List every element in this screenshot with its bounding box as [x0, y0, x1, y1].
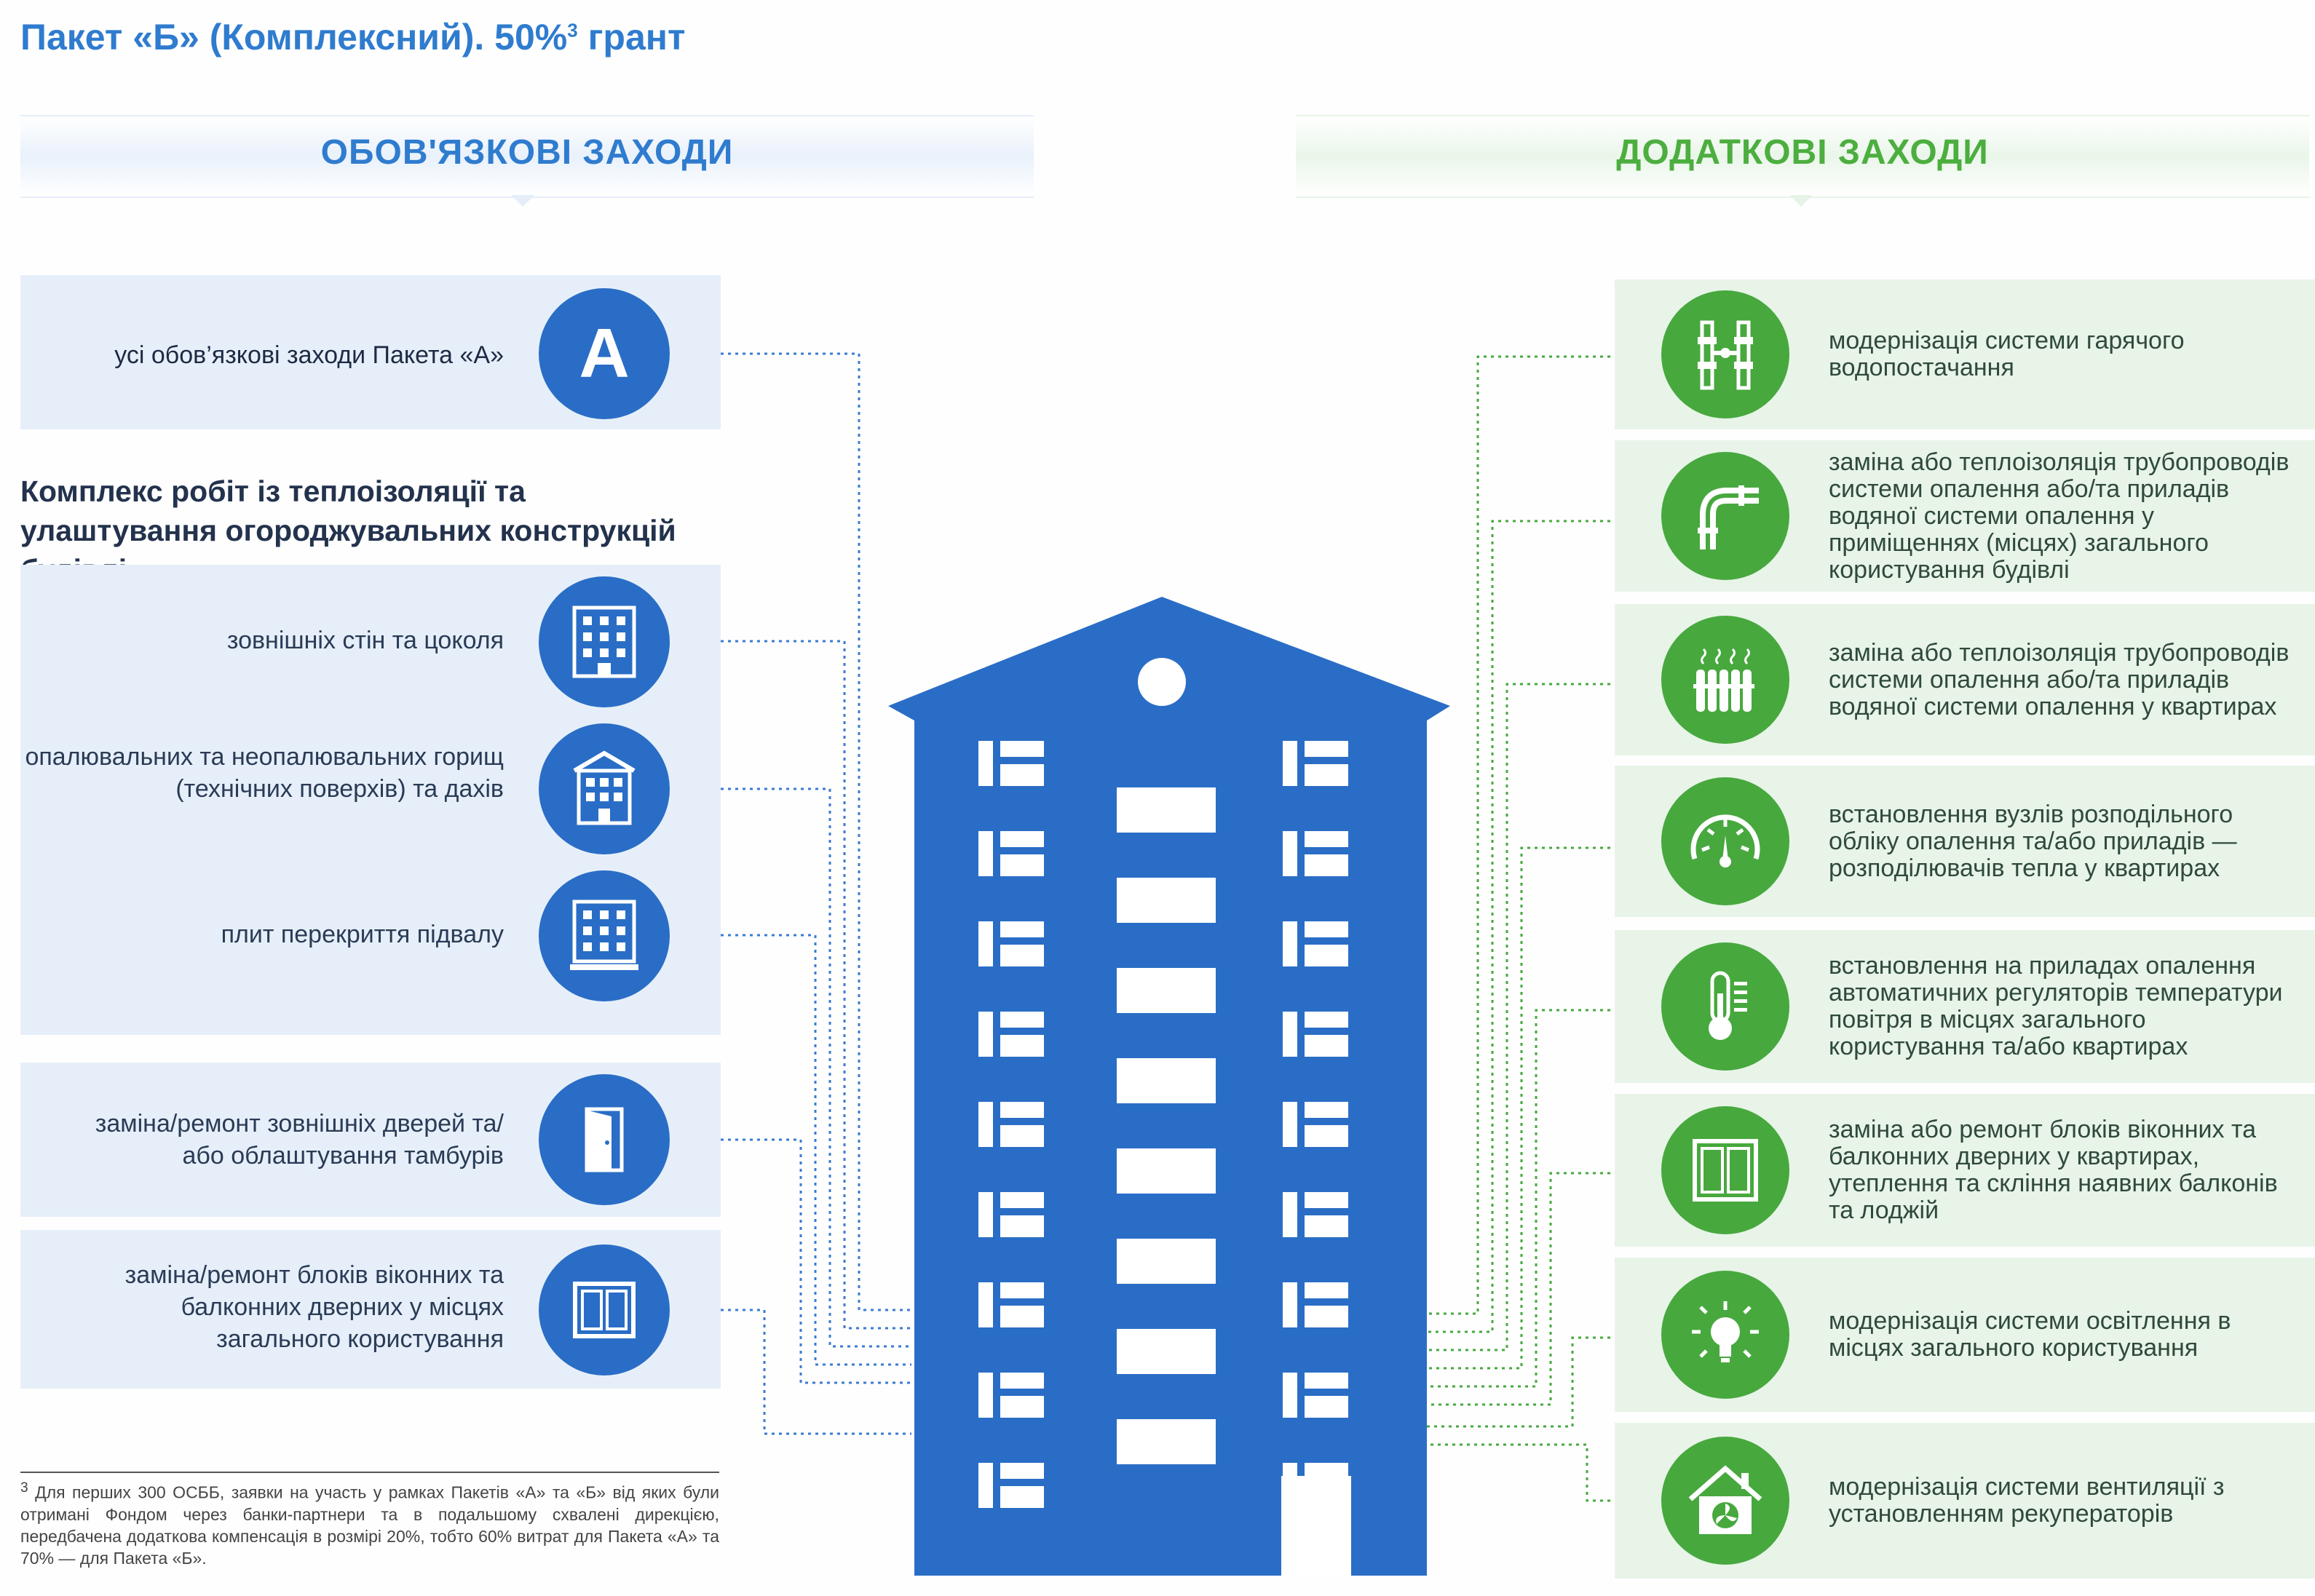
additional-item-icon-circle [1661, 1271, 1789, 1399]
building-window [1283, 1012, 1348, 1057]
entrance-door [1281, 1476, 1351, 1576]
package-a-label: усі обов’язкові заходи Пакета «А» [114, 341, 504, 369]
doors-label: заміна/ремонт зовнішніх дверей та/або об… [95, 1110, 504, 1170]
building-window [1283, 1102, 1348, 1147]
building-balcony [1117, 968, 1216, 1013]
building-window [978, 831, 1044, 876]
building-balcony [1117, 878, 1216, 923]
additional-item-icon-circle [1661, 1437, 1789, 1565]
insulation-attics-label: опалювальних та неопалювальних горищ (те… [25, 743, 504, 803]
window-icon [573, 1282, 636, 1338]
additional-item-icon-circle [1661, 777, 1789, 905]
additional-item-text: встановлення на приладах опалення автома… [1829, 952, 2283, 1060]
building-balcony [1117, 1329, 1216, 1374]
additional-item-icon-circle [1661, 290, 1789, 418]
additional-item-text: заміна або теплоізоляція трубопроводів с… [1829, 638, 2290, 720]
radiator-icon [1693, 648, 1754, 712]
building-balcony [1117, 1419, 1216, 1464]
additional-item-text: модернізація системи вентиляції з устано… [1829, 1473, 2225, 1528]
balcony-column [1117, 787, 1216, 1464]
connector-pipes-common [1423, 520, 1661, 1333]
window-icon [1693, 1139, 1758, 1202]
additional-item-label: встановлення на приладах опалення автома… [1829, 930, 2295, 1083]
building-roof-icon [573, 750, 636, 825]
connector-basement [670, 934, 911, 1366]
pipe-elbow-icon [1698, 485, 1759, 549]
left-window-column [978, 741, 1044, 1508]
building-window [978, 921, 1044, 966]
connector-windows [670, 1309, 911, 1435]
building-window [978, 1282, 1044, 1327]
building-window [1283, 1373, 1348, 1418]
gauge-icon [1690, 814, 1760, 868]
building-basement-icon [570, 900, 638, 970]
connector-apartment-windows [1423, 1172, 1661, 1406]
walls-building-circle [539, 576, 670, 707]
light-bulb-icon [1692, 1301, 1759, 1362]
page-title: Пакет «Б» (Комплексний). 50%3 грант [20, 17, 686, 57]
additional-item-icon-circle [1661, 452, 1789, 580]
package-a-letter: A [579, 314, 630, 392]
package-a-badge: A [539, 288, 670, 419]
apartment-building-illustration [888, 597, 1450, 1576]
additional-item-label: модернізація системи гарячого водопостач… [1829, 279, 2295, 429]
doors-circle [539, 1074, 670, 1205]
building-window [978, 1463, 1044, 1508]
additional-item-text: модернізація системи освітлення в місцях… [1829, 1307, 2231, 1362]
additional-item-label: заміна або теплоізоляція трубопроводів с… [1829, 604, 2295, 755]
additional-section-heading: ДОДАТКОВІ ЗАХОДИ [1616, 133, 1989, 172]
building-window [978, 1012, 1044, 1057]
additional-item-icon-circle [1661, 616, 1789, 744]
additional-item-text: заміна або теплоізоляція трубопроводів с… [1829, 448, 2290, 584]
additional-item-text: встановлення вузлів розподільного обліку… [1829, 800, 2237, 882]
connector-doors [670, 1138, 911, 1384]
basement-building-circle [539, 870, 670, 1001]
windows-circle [539, 1244, 670, 1375]
building-window [1283, 1192, 1348, 1237]
additional-item-label: модернізація системи вентиляції з устано… [1829, 1423, 2295, 1579]
footnote-rule [20, 1472, 719, 1473]
building-window [978, 1192, 1044, 1237]
connector-thermostats [1423, 1009, 1661, 1388]
connector-attics [670, 787, 911, 1348]
building-icon [572, 606, 636, 678]
additional-item-label: заміна або ремонт блоків віконних та бал… [1829, 1094, 2295, 1247]
additional-item-label: встановлення вузлів розподільного обліку… [1829, 766, 2295, 917]
building-balcony [1117, 1239, 1216, 1284]
additional-item-icon-circle [1661, 1106, 1789, 1234]
additional-header-band [1296, 115, 2309, 198]
connector-package-a [670, 352, 911, 1311]
additional-item-text: модернізація системи гарячого водопостач… [1829, 327, 2185, 381]
insulation-walls-label: зовнішніх стін та цоколя [226, 627, 504, 654]
additional-item-label: модернізація системи освітлення в місцях… [1829, 1258, 2295, 1412]
building-balcony [1117, 787, 1216, 833]
attics-building-circle [539, 723, 670, 854]
connector-walls [670, 640, 911, 1330]
building-balcony [1117, 1148, 1216, 1194]
additional-header-pointer [1789, 195, 1813, 207]
windows-label: заміна/ремонт блоків віконних та балконн… [124, 1261, 504, 1353]
right-window-column [1283, 741, 1348, 1508]
water-pipes-icon [1698, 320, 1753, 390]
building-window [1283, 1282, 1348, 1327]
ventilation-icon [1688, 1465, 1762, 1534]
insulation-basement-label: плит перекриття підвалу [221, 921, 504, 948]
building-window [1283, 831, 1348, 876]
mandatory-section-heading: ОБОВ'ЯЗКОВІ ЗАХОДИ [320, 133, 734, 172]
additional-item-icon-circle [1661, 942, 1789, 1071]
building-window [1283, 921, 1348, 966]
building-window [1283, 741, 1348, 786]
additional-item-text: заміна або ремонт блоків віконних та бал… [1829, 1116, 2278, 1224]
thermometer-icon [1709, 971, 1747, 1040]
door-icon [585, 1107, 624, 1172]
additional-item-label: заміна або теплоізоляція трубопроводів с… [1829, 440, 2295, 592]
building-balcony [1117, 1058, 1216, 1103]
mandatory-header-pointer [511, 195, 534, 207]
round-attic-window [1138, 658, 1186, 706]
building-window [978, 1102, 1044, 1147]
footnote: 3 Для перших 300 ОСББ, заявки на участь … [20, 1480, 719, 1568]
building-window [978, 741, 1044, 786]
building-window [978, 1373, 1044, 1418]
